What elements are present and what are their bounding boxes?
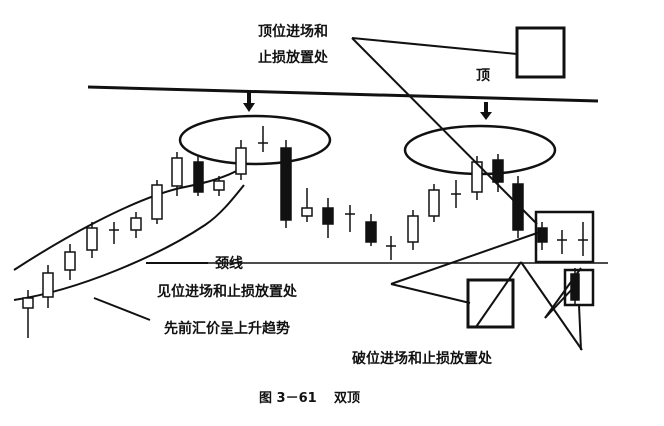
top-entry-box xyxy=(515,26,566,79)
top-ellipse-left xyxy=(178,114,332,166)
figure-title: 双顶 xyxy=(334,391,360,406)
top-label: 顶 xyxy=(476,68,490,84)
break-entry-label: 破位进场和止损放置处 xyxy=(352,350,493,367)
neckline-label: 颈线 xyxy=(214,255,243,272)
top-resistance-line xyxy=(87,85,599,103)
top-entry-label-line2: 止损放置处 xyxy=(258,49,329,66)
trend-channel-upper xyxy=(13,167,243,271)
candlesticks xyxy=(22,126,588,338)
figure-number: 图 3－61 xyxy=(259,391,317,406)
see-entry-box xyxy=(534,210,595,264)
pointer-lines xyxy=(93,37,583,351)
top-arrow-right xyxy=(480,102,492,120)
see-entry-label: 见位进场和止损放置处 xyxy=(157,283,298,300)
trend-channel-lower xyxy=(13,184,245,301)
top-arrow-left xyxy=(243,90,255,112)
prior-trend-label: 先前汇价呈上升趋势 xyxy=(164,320,290,337)
top-entry-label-line1: 顶位进场和 xyxy=(258,23,328,40)
break-entry-box-left xyxy=(466,278,515,329)
